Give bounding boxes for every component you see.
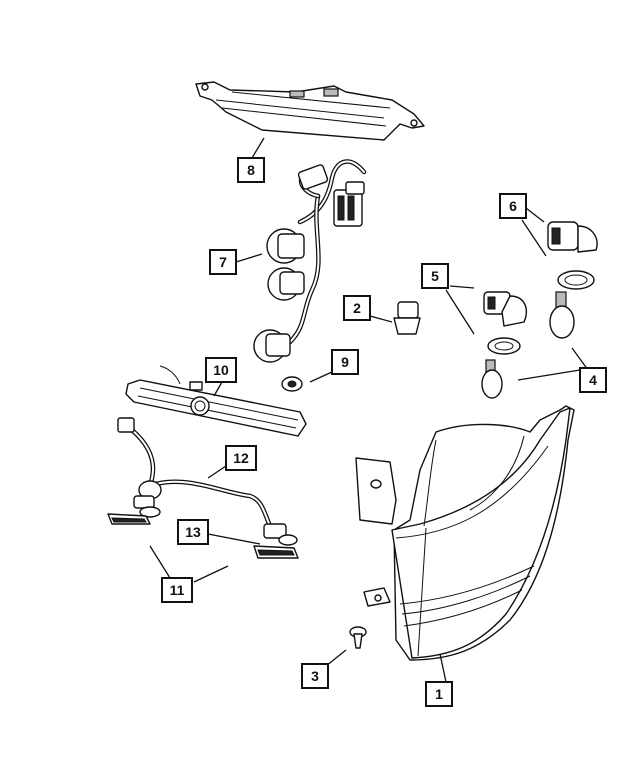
bulb-socket-6 [547,221,598,290]
leader-4b [571,347,589,371]
callout-13: 13 [177,519,209,545]
callout-13-label: 13 [185,524,201,540]
leader-6 [525,207,545,223]
license-lamp-harness [117,417,298,546]
callout-10: 10 [205,357,237,383]
leader-9 [309,371,333,383]
callout-12-label: 12 [233,450,249,466]
leader-8 [251,137,265,159]
callout-1-label: 1 [435,686,443,702]
callout-2: 2 [343,295,371,321]
callout-4: 4 [579,367,607,393]
leader-13 [207,533,261,545]
grommet-9 [281,376,303,392]
callout-8-label: 8 [247,162,255,178]
callout-5-label: 5 [431,268,439,284]
leader-6b [521,219,547,257]
leader-5b [445,289,475,335]
callout-1: 1 [425,681,453,707]
callout-9-label: 9 [341,354,349,370]
bulbs [481,291,575,399]
callout-10-label: 10 [213,362,229,378]
leader-5 [449,285,475,289]
callout-4-label: 4 [589,372,597,388]
leader-11a [149,545,171,579]
callout-3: 3 [301,663,329,689]
leader-12 [207,465,227,479]
callout-5: 5 [421,263,449,289]
screw-3 [349,626,367,649]
callout-9: 9 [331,349,359,375]
tail-lamp-assembly [355,405,575,661]
small-socket-2 [393,301,421,335]
callout-8: 8 [237,157,265,183]
callout-2-label: 2 [353,300,361,316]
wiring-harness [253,159,367,363]
harness-connector [333,181,365,227]
callout-6: 6 [499,193,527,219]
leader-1 [439,653,447,683]
license-lamps [107,513,299,559]
callout-11-label: 11 [170,582,185,598]
leader-10 [213,381,223,397]
callout-3-label: 3 [311,668,319,684]
leader-11b [193,565,229,583]
leader-2 [369,315,393,323]
callout-6-label: 6 [509,198,517,214]
high-mount-stop-lamp [195,81,425,141]
leader-7 [235,253,263,263]
callout-7: 7 [209,249,237,275]
callout-11: 11 [161,577,193,603]
callout-12: 12 [225,445,257,471]
applique-lamp-bar [125,365,307,437]
callout-7-label: 7 [219,254,227,270]
leader-4 [517,369,581,381]
leader-3 [325,649,347,667]
leader-lines [149,137,589,683]
bulb-socket-5 [483,291,528,355]
